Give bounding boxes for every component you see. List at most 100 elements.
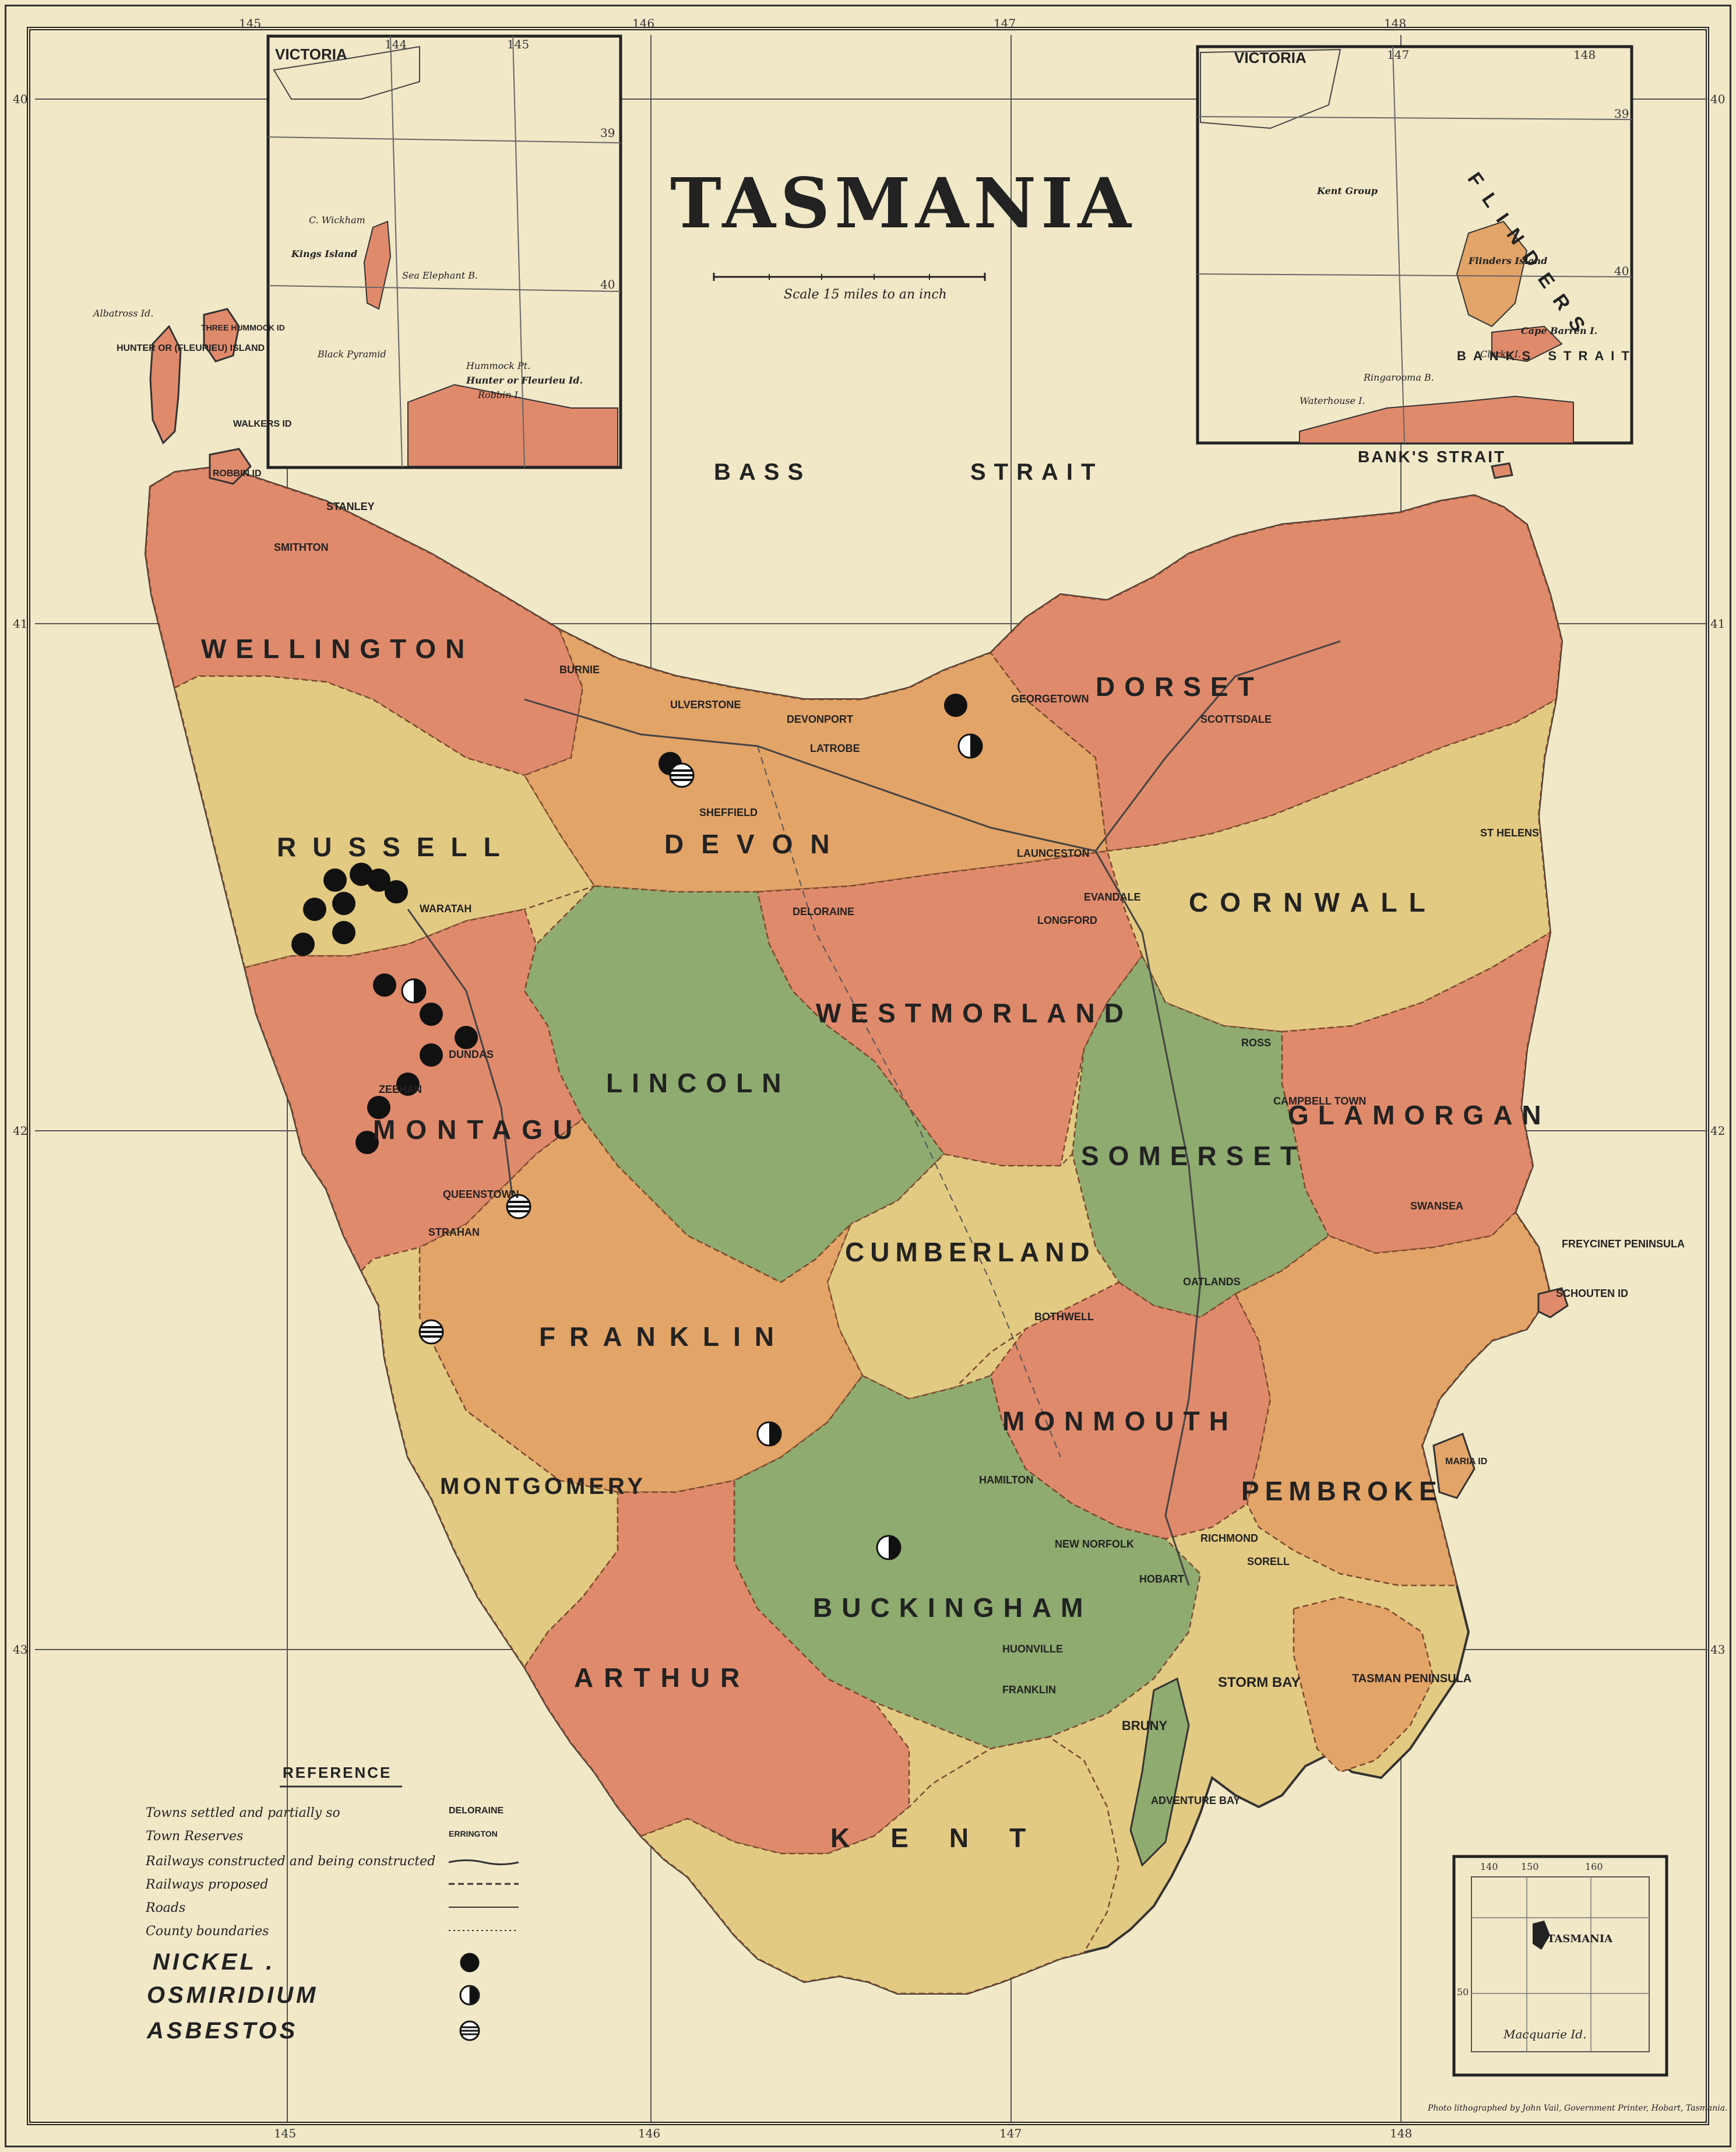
reference-row: Towns settled and partially so DELORAINE — [146, 1802, 503, 1823]
inset-left-label-robbin: Robbin I. — [478, 389, 522, 400]
county-label-somerset: SOMERSET — [1081, 1141, 1307, 1171]
reference-row-text: Roads — [146, 1901, 186, 1915]
reference-row-text: County boundaries — [146, 1924, 269, 1939]
railways-proposed — [757, 746, 1061, 1458]
inset-left-label-c-wickham: C. Wickham — [309, 215, 365, 226]
county-label-cumberland: CUMBERLAND — [845, 1237, 1096, 1267]
flinders-island-shape — [1456, 220, 1528, 328]
inset-small-frame — [1452, 1855, 1668, 2077]
town-georgetown: GEORGETOWN — [1011, 693, 1089, 705]
town-devonport: DEVONPORT — [787, 713, 854, 725]
town-huonville: HUONVILLE — [1002, 1643, 1064, 1655]
three-hummock-island — [203, 308, 240, 363]
hunter-island — [149, 325, 182, 445]
inset-right-frame — [1196, 45, 1633, 445]
lat-tick-40-right: 40 — [1710, 92, 1726, 106]
inset-left-tick-144: 144 — [385, 37, 407, 51]
inset-left-label-kings-island: Kings Island — [291, 248, 358, 259]
lon-tick-146-top: 146 — [632, 16, 655, 30]
lon-tick-145-top: 145 — [239, 16, 262, 30]
town-oatlands: OATLANDS — [1183, 1276, 1241, 1288]
mineral-symbols — [291, 694, 983, 1560]
reference-row-sample: DELORAINE — [449, 1806, 504, 1816]
town-franklin: FRANKLIN — [1002, 1684, 1056, 1696]
sea-label-storm-bay: STORM BAY — [1218, 1675, 1301, 1690]
sea-label-adventure-bay: ADVENTURE BAY — [1151, 1795, 1241, 1806]
reference-title: REFERENCE — [283, 1764, 392, 1781]
town-burnie: BURNIE — [559, 664, 600, 676]
town-hobart: HOBART — [1139, 1573, 1184, 1585]
inset-left-tick-39: 39 — [600, 126, 615, 140]
robbin-island — [209, 448, 252, 485]
lat-tick-42-left: 42 — [13, 1124, 28, 1138]
county-label-devon: DEVON — [664, 829, 847, 859]
inset-left-tasmania-shape — [407, 384, 618, 467]
island-label-three-hummock: THREE HUMMOCK ID — [201, 323, 285, 332]
reference-row-text: Towns settled and partially so — [146, 1806, 340, 1820]
town-ross: ROSS — [1241, 1037, 1272, 1049]
county-label-monmouth: MONMOUTH — [1002, 1406, 1238, 1436]
town-st-helens: ST HELENS — [1480, 827, 1540, 839]
lat-tick-40-left: 40 — [13, 92, 28, 106]
town-richmond: RICHMOND — [1200, 1532, 1258, 1544]
county-label-dorset: DORSET — [1096, 671, 1263, 702]
maria-island — [1432, 1433, 1476, 1499]
county-label-franklin: FRANKLIN — [539, 1321, 788, 1352]
town-ulverstone: ULVERSTONE — [670, 699, 741, 711]
inset-right-tick-147: 147 — [1387, 48, 1410, 62]
inset-right-tick-148: 148 — [1573, 48, 1596, 62]
county-label-pembroke: PEMBROKE — [1241, 1476, 1443, 1506]
inset-right-label-clarke: Clarke I. — [1480, 349, 1522, 360]
county-label-montgomery: MONTGOMERY — [440, 1474, 647, 1499]
county-label-arthur: ARTHUR — [574, 1662, 751, 1693]
town-smithton: SMITHTON — [274, 541, 329, 553]
inset-left-frame — [266, 34, 622, 469]
island-label-walkers: WALKERS ID — [233, 419, 292, 429]
swan-island — [1491, 462, 1513, 479]
county-label-wellington: WELLINGTON — [201, 634, 474, 664]
inset-right-label-cape-barren: Cape Barren I. — [1521, 325, 1598, 336]
county-label-montagu: MONTAGU — [373, 1114, 583, 1145]
map-title: TASMANIA — [670, 163, 1136, 244]
legend-asbestos-label: ASBESTOS — [147, 2018, 298, 2044]
town-queenstown: QUEENSTOWN — [443, 1188, 519, 1200]
county-pembroke — [1234, 1211, 1551, 1587]
inset-left-tick-145: 145 — [507, 37, 530, 51]
inset-left-label-sea-elephant: Sea Elephant B. — [402, 270, 478, 281]
county-label-bruny: BRUNY — [1122, 1718, 1168, 1733]
inset-small-tick-150: 150 — [1521, 1861, 1539, 1872]
town-campbell-town: CAMPBELL TOWN — [1273, 1095, 1367, 1107]
county-lincoln — [523, 885, 945, 1284]
sea-label-bass: BASS — [714, 459, 812, 485]
inset-small-tick-160: 160 — [1585, 1861, 1603, 1872]
county-kent — [639, 1736, 1120, 1995]
town-hamilton: HAMILTON — [979, 1474, 1034, 1486]
town-sheffield: SHEFFIELD — [699, 807, 758, 818]
reference-row: Town Reserves ERRINGTON — [146, 1826, 498, 1847]
legend-osmiridium-label: OSMIRIDIUM — [147, 1982, 319, 2008]
town-swansea: SWANSEA — [1410, 1200, 1464, 1212]
reference-row: Roads — [146, 1897, 484, 1918]
lon-tick-148-top: 148 — [1384, 16, 1407, 30]
town-new-norfolk: NEW NORFOLK — [1055, 1538, 1134, 1550]
island-label-freycinet: FREYCINET PENINSULA — [1562, 1238, 1685, 1250]
lon-tick-146-bottom: 146 — [638, 2126, 661, 2140]
islands — [149, 308, 1569, 1867]
inset-right-label-banks-strait: BANKS STRAIT — [1457, 349, 1636, 363]
county-label-kent: KENT — [830, 1823, 1067, 1853]
label-albatross: Albatross Id. — [93, 308, 154, 319]
inset-right-label-ringarooma: Ringarooma B. — [1364, 372, 1434, 383]
county-glamorgan — [1281, 931, 1551, 1254]
reference-row-sample: ERRINGTON — [449, 1829, 498, 1838]
town-evandale: EVANDALE — [1084, 891, 1141, 903]
town-bothwell: BOTHWELL — [1034, 1311, 1094, 1323]
lat-tick-41-left: 41 — [13, 617, 28, 631]
county-label-westmorland: WESTMORLAND — [816, 998, 1133, 1028]
reference-row-text: Town Reserves — [146, 1829, 244, 1844]
lon-tick-148-bottom: 148 — [1390, 2126, 1413, 2140]
inset-right-tasmania-shape — [1299, 395, 1574, 444]
scale-bar — [713, 273, 986, 281]
imprint-text: Photo lithographed by John Vail, Governm… — [1428, 2104, 1728, 2113]
reference-row: Railways constructed and being construct… — [146, 1851, 484, 1872]
